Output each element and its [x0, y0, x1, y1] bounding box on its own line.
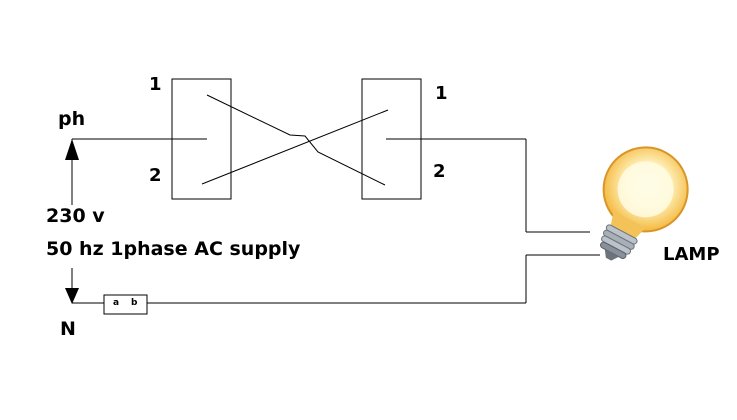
neutral-arrow-icon [65, 288, 79, 304]
traveler-wires [201, 94, 389, 186]
switch-1-terminal-2-label: 2 [149, 165, 162, 186]
traveler-wire-1-to-2 [206, 94, 386, 186]
switch-1-terminal-1-label: 1 [149, 74, 162, 95]
two-way-switch-2 [361, 78, 422, 200]
fuse-terminal-a-label: a [113, 298, 120, 308]
two-way-switch-1 [171, 78, 232, 200]
switch-2-terminal-1-label: 1 [435, 83, 448, 104]
neutral-label: N [60, 318, 76, 340]
voltage-label: 230 v [46, 205, 105, 227]
fuse-terminal-b-label: b [131, 298, 138, 308]
phase-label: ph [58, 108, 86, 130]
phase-line [65, 138, 172, 205]
lamp-label: LAMP [663, 244, 720, 265]
lamp-feed-line [421, 138, 590, 233]
switch-2-terminal-2-label: 2 [433, 161, 446, 182]
lamp-bulb-icon [600, 146, 689, 261]
supply-label: 50 hz 1phase AC supply [46, 238, 301, 260]
traveler-wire-2-to-1 [201, 109, 389, 185]
fuse-box [103, 294, 148, 315]
phase-arrow-icon [65, 139, 79, 160]
neutral-line [65, 254, 600, 315]
